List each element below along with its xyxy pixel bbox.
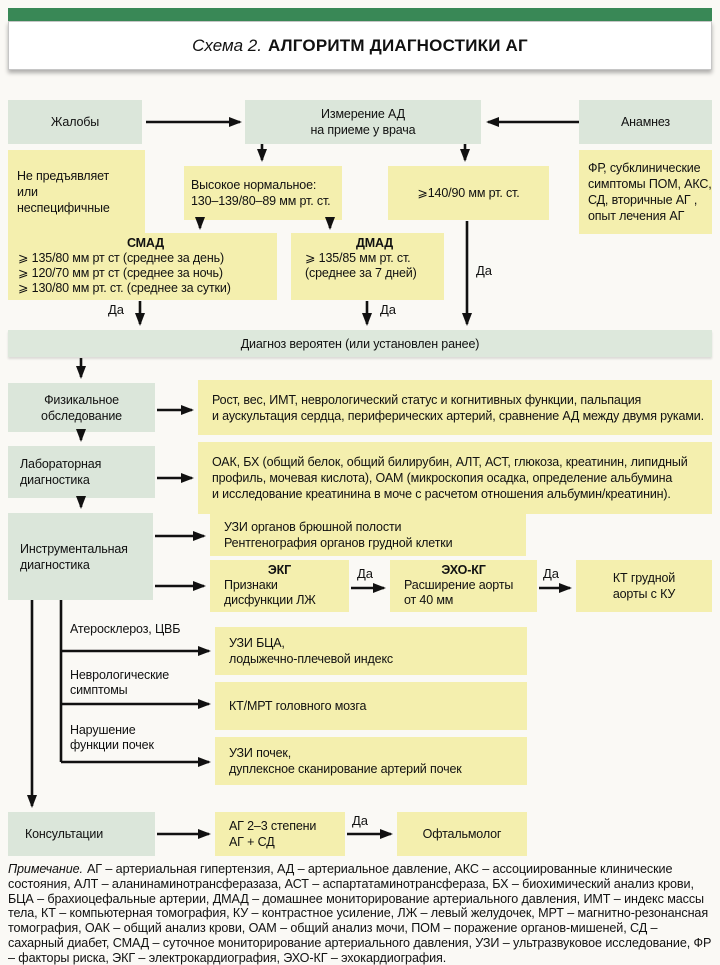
node-anamnesis: Анамнез <box>579 100 712 144</box>
node-laboratory-diagnostics: Лабораторная диагностика <box>8 446 155 498</box>
dmad-criteria: ⩾ 135/85 мм рт. ст. (среднее за 7 дней) <box>305 251 417 280</box>
label-atherosclerosis: Атеросклероз, ЦВБ <box>70 622 181 636</box>
scheme-label: Схема 2. <box>192 35 262 55</box>
node-physical-exam: Физикальное обследование <box>8 383 155 432</box>
page-title: Схема 2. АЛГОРИТМ ДИАГНОСТИКИ АГ <box>8 21 712 70</box>
node-uzi-xray: УЗИ органов брюшной полости Рентгенограф… <box>210 514 526 556</box>
footnote: Примечание.АГ – артериальная гипертензия… <box>8 862 714 965</box>
node-laboratory-detail: ОАК, БХ (общий белок, общий билирубин, А… <box>198 442 712 514</box>
node-high-normal-bp: Высокое нормальное: 130–139/80–89 мм рт.… <box>184 166 342 220</box>
ekg-criteria: Признаки дисфункции ЛЖ <box>224 578 316 607</box>
dmad-title: ДМАД <box>355 236 394 250</box>
node-ag-criteria: АГ 2–3 степени АГ + СД <box>215 812 345 856</box>
smad-title: СМАД <box>126 236 165 250</box>
yes-label-office-bp: Да <box>476 263 493 278</box>
node-physical-exam-detail: Рост, вес, ИМТ, неврологический статус и… <box>198 380 712 435</box>
node-complaints: Жалобы <box>8 100 142 144</box>
node-ct-aorta: КТ грудной аорты с КУ <box>576 560 712 612</box>
echo-title: ЭХО-КГ <box>441 563 486 577</box>
node-ophthalmologist: Офтальмолог <box>397 812 527 856</box>
yes-label-ekg: Да <box>357 566 374 581</box>
label-renal-dysfunction: Нарушение функции почек <box>70 723 154 752</box>
node-ct-mrt-brain: КТ/МРТ головного мозга <box>215 682 527 730</box>
yes-label-smad: Да <box>108 302 125 317</box>
node-dmad: ДМАД ⩾ 135/85 мм рт. ст. (среднее за 7 д… <box>291 233 444 300</box>
node-smad: СМАД ⩾ 135/80 мм рт ст (среднее за день)… <box>8 233 277 300</box>
echo-criteria: Расширение аорты от 40 мм <box>404 578 514 607</box>
node-uzi-bca: УЗИ БЦА, лодыжечно-плечевой индекс <box>215 627 527 675</box>
node-diagnosis-probable: Диагноз вероятен (или установлен ранее) <box>8 330 712 357</box>
ekg-title: ЭКГ <box>267 563 292 577</box>
node-echo: ЭХО-КГ Расширение аорты от 40 мм <box>390 560 537 612</box>
yes-label-echo: Да <box>543 566 560 581</box>
label-neuro-symptoms: Неврологические симптомы <box>70 668 170 697</box>
node-risk-factors: ФР, субклинические симптомы ПОМ, АКС, СД… <box>579 150 712 234</box>
smad-criteria: ⩾ 135/80 мм рт ст (среднее за день) ⩾ 12… <box>18 251 231 295</box>
node-office-bp-threshold: ⩾140/90 мм рт. ст. <box>388 166 549 220</box>
node-complaints-detail: Не предъявляет или неспецифичные <box>8 150 145 234</box>
page-title-text: АЛГОРИТМ ДИАГНОСТИКИ АГ <box>267 35 528 55</box>
yes-label-ag: Да <box>352 813 369 828</box>
node-office-bp-measurement: Измерение АД на приеме у врача <box>245 100 481 144</box>
yes-label-dmad: Да <box>380 302 397 317</box>
node-uzi-kidneys: УЗИ почек, дуплексное сканирование артер… <box>215 737 527 785</box>
footnote-label: Примечание. <box>8 862 83 876</box>
footnote-text: АГ – артериальная гипертензия, АД – арте… <box>8 862 712 965</box>
node-ekg: ЭКГ Признаки дисфункции ЛЖ <box>210 560 349 612</box>
node-instrumental-diagnostics: Инструментальная диагностика <box>8 513 153 600</box>
node-consultations: Консультации <box>8 812 155 856</box>
header-accent-bar <box>8 8 712 21</box>
